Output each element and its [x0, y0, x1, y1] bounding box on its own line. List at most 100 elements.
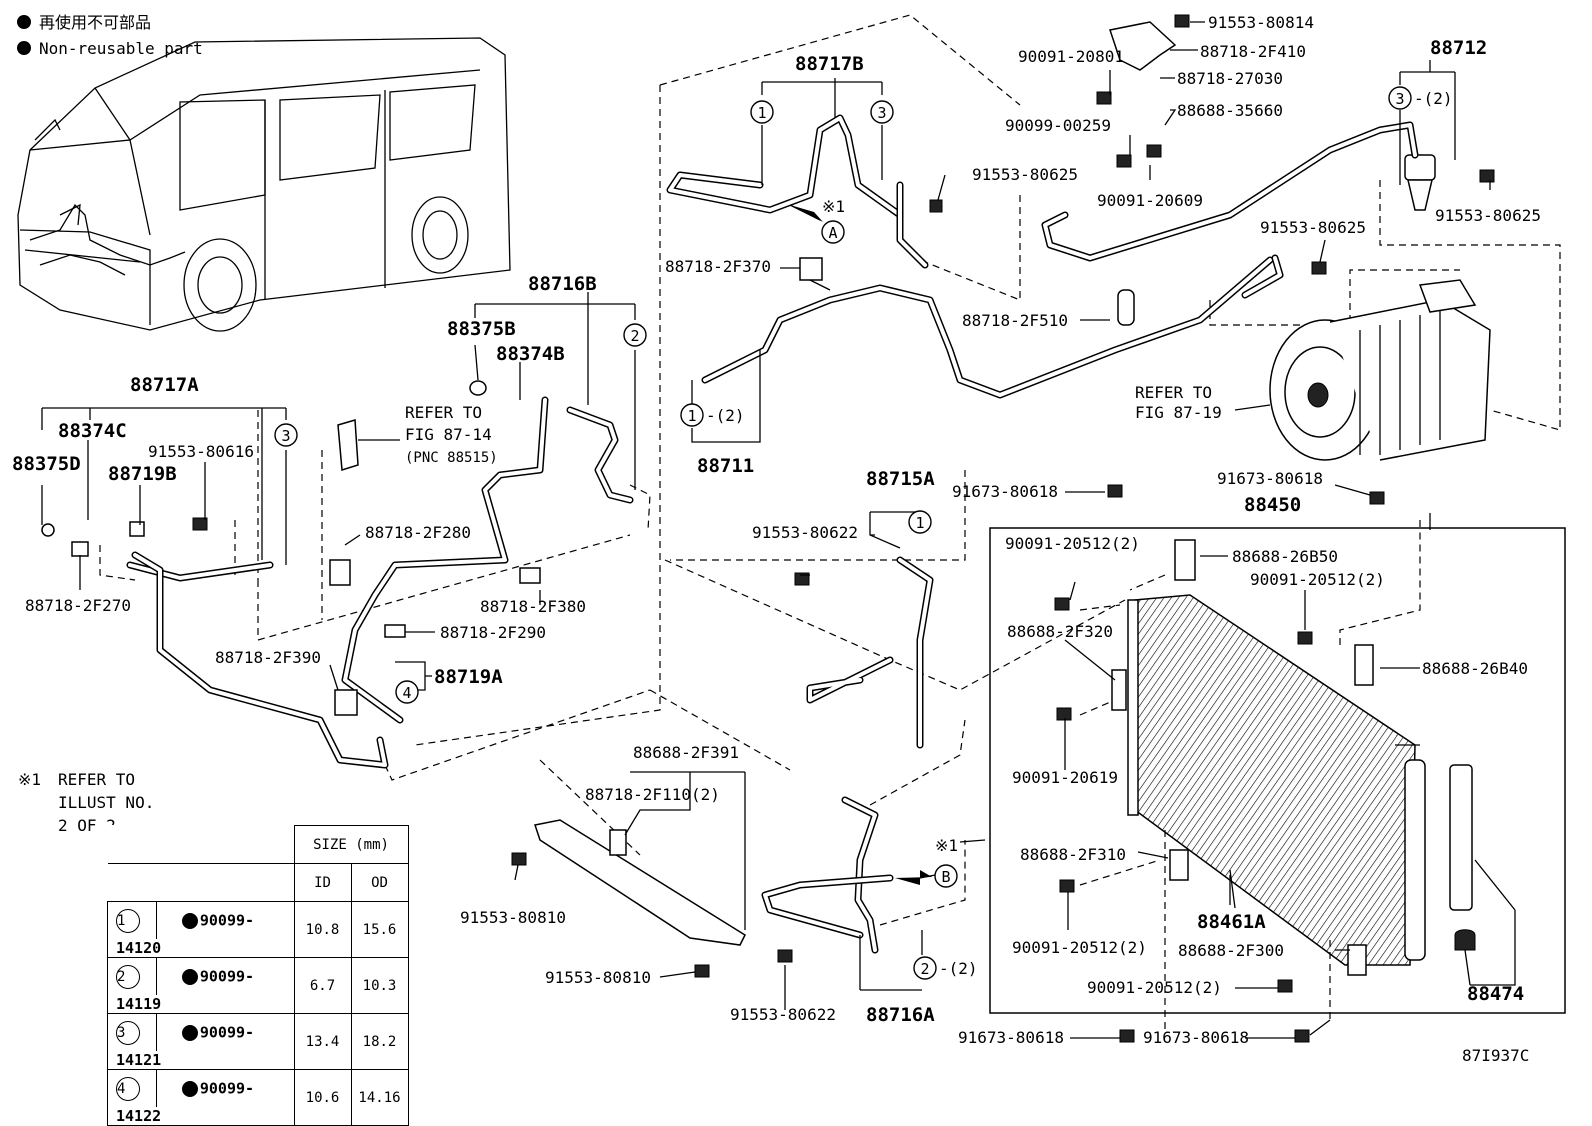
ref-circle: 2	[920, 960, 929, 978]
parts-diagram: 再使用不可部品 Non-reusable part	[12, 13, 1566, 1065]
ref-circle: 1	[915, 514, 924, 532]
pipes	[126, 114, 1419, 954]
legend-dot-icon	[17, 41, 31, 55]
non-reusable-dot-icon	[181, 1024, 198, 1041]
part-label: 91673-80618	[952, 482, 1058, 501]
note-line-3: 2 OF 2	[58, 816, 116, 835]
part-label: 88718-2F280	[365, 523, 471, 542]
legend-dot-icon	[17, 15, 31, 29]
ref-qty: -(2)	[706, 406, 745, 425]
part-label: 88688-2F320	[1007, 622, 1113, 641]
ref-qty: -(2)	[939, 959, 978, 978]
hardware	[41, 14, 1495, 1043]
ref-valve-3: (PNC 88515)	[405, 450, 498, 466]
illustration-note: ※1 REFER TO ILLUST NO. 2 OF 2	[18, 770, 154, 835]
van-illustration	[17, 37, 511, 332]
note-line-1: REFER TO	[58, 770, 135, 789]
table-row: 2 90099-14119 6.7 10.3	[107, 957, 409, 1014]
id-header: ID	[293, 863, 352, 902]
part-label: 88712	[1430, 37, 1487, 59]
part-label: 88718-2F380	[480, 597, 586, 616]
part-label: 88718-2F290	[440, 623, 546, 642]
size-ref-circles: 3 2 4 1 3 1 -(2) 3 -(2) 1 2 -(2)	[274, 86, 1453, 980]
note-mark: ※1	[18, 770, 41, 789]
condenser-group-box	[989, 527, 1566, 1014]
part-label: 88718-2F270	[25, 596, 131, 615]
part-label: 88716B	[528, 273, 597, 295]
part-label: 88718-2F390	[215, 648, 321, 667]
table-row: 1 90099-14120 10.8 15.6	[107, 901, 409, 958]
part-label: 88374C	[58, 420, 127, 442]
ref-valve-2: FIG 87-14	[405, 425, 492, 444]
size-header: SIZE (mm)	[293, 825, 409, 864]
size-table: SIZE (mm) ID OD 1 90099-14120 10.8 15.6 …	[107, 825, 409, 1126]
id-value: 10.6	[293, 1069, 352, 1126]
part-label: 90091-20619	[1012, 768, 1118, 787]
part-label: 88717A	[130, 374, 199, 396]
part-label: 88715A	[866, 468, 935, 490]
part-label: 88718-2F510	[962, 311, 1068, 330]
part-label: 88718-2F410	[1200, 42, 1306, 61]
ref-compressor-2: FIG 87-19	[1135, 403, 1222, 422]
part-label: 90091-20512(2)	[1005, 534, 1140, 553]
ref-compressor-1: REFER TO	[1135, 383, 1212, 402]
od-value: 18.2	[350, 1013, 409, 1070]
part-labels: 88717A 88374C 88375D 88719B 91553-80616 …	[12, 13, 1541, 1065]
table-row: 4 90099-14122 10.6 14.16	[107, 1069, 409, 1126]
callout-x1b-label: ※1	[935, 836, 958, 855]
ref-valve-1: REFER TO	[405, 403, 482, 422]
ref-circle: 3	[877, 104, 886, 122]
accumulator	[1404, 154, 1436, 211]
part-label: 91553-80622	[730, 1005, 836, 1024]
id-value: 10.8	[293, 901, 352, 958]
od-value: 10.3	[350, 957, 409, 1014]
part-label: 91673-80618	[958, 1028, 1064, 1047]
table-row: 3 90099-14121 13.4 18.2	[107, 1013, 409, 1070]
part-label: 88461A	[1197, 911, 1266, 933]
part-label: 90091-20512(2)	[1087, 978, 1222, 997]
id-value: 6.7	[293, 957, 352, 1014]
ref-circle: 3	[116, 1020, 140, 1045]
part-number: 90099-14121	[116, 1023, 255, 1070]
callout-b-label: B	[941, 868, 950, 886]
part-label: 90091-20609	[1097, 191, 1203, 210]
ref-circle: 1	[116, 908, 140, 933]
part-label: 90099-00259	[1005, 116, 1111, 135]
part-label: 88375D	[12, 453, 81, 475]
part-label: 88688-2F300	[1178, 941, 1284, 960]
part-label: 88718-2F110(2)	[585, 785, 720, 804]
part-label: 90091-20512(2)	[1250, 570, 1385, 589]
part-label: 88688-35660	[1177, 101, 1283, 120]
part-label: 90091-20512(2)	[1012, 938, 1147, 957]
part-label: 91553-80814	[1208, 13, 1314, 32]
od-value: 15.6	[350, 901, 409, 958]
part-label: 91553-80810	[545, 968, 651, 987]
ref-circle: 2	[630, 327, 639, 345]
part-label: 88719B	[108, 463, 177, 485]
part-label: 91553-80616	[148, 442, 254, 461]
leader-lines	[41, 21, 1516, 1039]
legend: 再使用不可部品 Non-reusable part	[17, 13, 203, 58]
ref-circle: 4	[116, 1076, 140, 1101]
callout-x1-label: ※1	[822, 197, 845, 216]
part-label: 88374B	[496, 343, 565, 365]
part-label: 88718-27030	[1177, 69, 1283, 88]
part-label: 91553-80622	[752, 523, 858, 542]
legend-english: Non-reusable part	[39, 39, 203, 58]
note-line-2: ILLUST NO.	[58, 793, 154, 812]
part-label: 91553-80810	[460, 908, 566, 927]
part-label: 88688-2F310	[1020, 845, 1126, 864]
ref-notes: REFER TO FIG 87-19 REFER TO FIG 87-14 (P…	[405, 383, 1222, 466]
compressor	[1269, 279, 1491, 461]
receiver-filter	[1449, 764, 1476, 951]
legend-japanese: 再使用不可部品	[39, 13, 151, 32]
part-label: 91553-80625	[972, 165, 1078, 184]
part-label: 88717B	[795, 53, 864, 75]
part-label: 90091-20801	[1018, 47, 1124, 66]
part-label: 88716A	[866, 1004, 935, 1026]
part-label: 88688-26B50	[1232, 547, 1338, 566]
od-value: 14.16	[350, 1069, 409, 1126]
part-label: 88474	[1467, 983, 1524, 1005]
part-label: 91553-80625	[1260, 218, 1366, 237]
ref-qty: -(2)	[1414, 89, 1453, 108]
